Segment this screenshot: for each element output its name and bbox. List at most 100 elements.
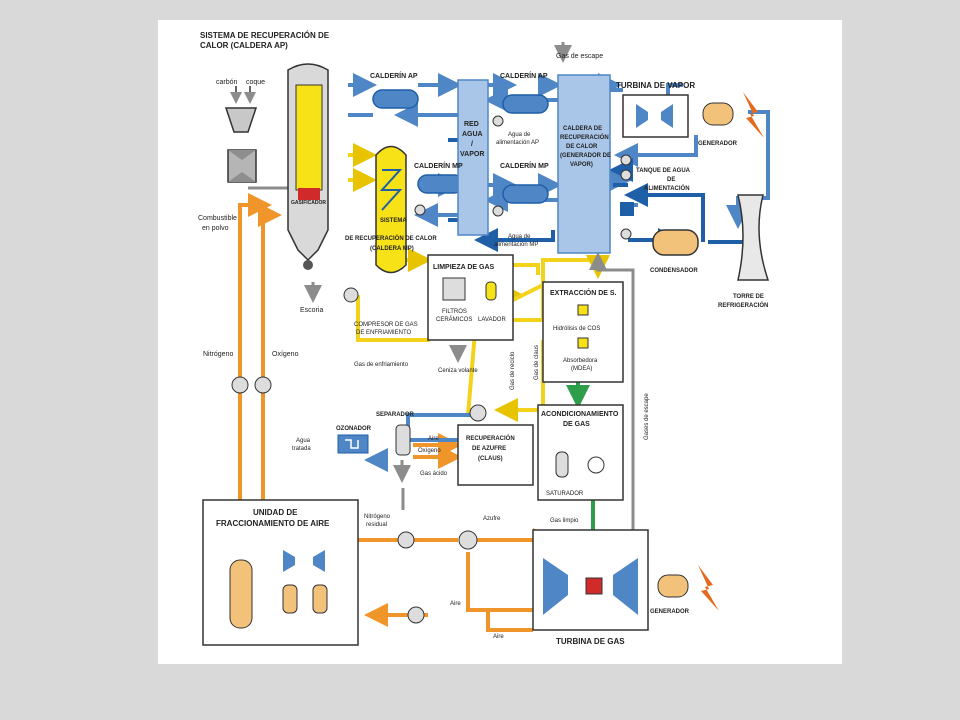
label-gas-enfriamiento: Gas de enfriamiento	[354, 362, 409, 368]
label-filtros-2: CERÁMICOS	[436, 316, 472, 323]
label-agua-ap-1: Agua de	[508, 132, 531, 138]
label-nitrogeno-res-1: Nitrógeno	[364, 514, 391, 520]
separador-ozonador	[337, 424, 411, 456]
label-gases-escape-v: Gases de escape	[644, 393, 650, 440]
yellow-gas-lines	[348, 143, 610, 422]
label-acond-2: DE GAS	[563, 421, 590, 428]
label-escoria: Escoria	[300, 307, 323, 314]
label-red-4: VAPOR	[460, 151, 484, 158]
claus-box	[457, 424, 534, 486]
label-calderin-ap-2: CALDERÍN AP	[500, 71, 548, 80]
gas-recycle-blower	[469, 404, 487, 422]
extraccion-box	[542, 281, 624, 383]
label-compresor-1: COMPRESOR DE GAS	[354, 322, 418, 328]
label-azufre: Azufre	[483, 516, 501, 522]
svg-text:SISTEMA DE RECUPERACIÓN DE: SISTEMA DE RECUPERACIÓN DE	[200, 31, 330, 40]
hrsg-ap-title-2: CALOR (CALDERA AP)	[200, 41, 288, 50]
label-turbina-vapor: TURBINA DE VAPOR	[616, 81, 695, 90]
label-gas-reciclo: Gas de reciclo	[510, 351, 516, 390]
feed-hoppers	[224, 86, 258, 183]
label-torre-2: REFRIGERACIÓN	[718, 301, 768, 309]
label-ceniza: Ceniza volante	[438, 368, 478, 374]
grey-exhaust-lines	[248, 42, 635, 530]
label-agua-tratada-2: tratada	[292, 446, 311, 452]
label-combustible-2: en polvo	[202, 225, 229, 232]
label-oxigeno: Oxígeno	[272, 351, 299, 358]
label-red-3: /	[471, 141, 473, 148]
label-oxigeno-2: Oxígeno	[418, 448, 441, 454]
caldera-mp-vessel	[375, 145, 407, 274]
label-turbina-gas: TURBINA DE GAS	[556, 637, 625, 646]
feed-tank	[620, 154, 634, 240]
label-aire-3: Aire	[493, 634, 504, 640]
label-limpieza: LIMPIEZA DE GAS	[433, 264, 495, 271]
air-separation-unit	[202, 499, 359, 646]
label-gasificador: GASIFICADOR	[291, 200, 326, 206]
label-calderin-mp-1: CALDERÍN MP	[414, 161, 463, 170]
label-gas-acido: Gas ácido	[420, 471, 448, 477]
label-ozonador: OZONADOR	[336, 426, 372, 432]
label-carbon: carbón	[216, 79, 238, 86]
igcc-process-diagram: SISTEMA DE RECUPERACIÓN DE CALOR (CALDER…	[198, 31, 770, 646]
label-calderin-mp-2: CALDERÍN MP	[500, 161, 549, 170]
label-agua-ap-2: alimentación AP	[496, 140, 539, 146]
label-gas-limpio: Gas limpio	[550, 518, 579, 524]
cooling-tower-shape	[737, 194, 770, 281]
label-absorbedora-2: (MDEA)	[571, 366, 592, 372]
label-torre-1: TORRE DE	[733, 294, 764, 300]
label-generador-1: GENERADOR	[698, 141, 738, 147]
steam-turbine	[622, 92, 764, 138]
label-tanque-3: ALIMENTACIÓN	[644, 184, 690, 192]
label-aire-1: Aire	[428, 436, 439, 442]
label-sist-mp-3: (CALDERA MP)	[370, 246, 414, 252]
label-caldera-rec-2: RECUPERACIÓN	[560, 133, 609, 141]
label-calderin-ap-1: CALDERÍN AP	[370, 71, 418, 80]
label-generador-2: GENERADOR	[650, 609, 690, 615]
label-red-1: RED	[464, 121, 479, 128]
limpieza-box	[343, 254, 514, 341]
label-hidrolisis: Hidrólisis de COS	[553, 326, 600, 332]
label-extraccion: EXTRACCIÓN DE S.	[550, 288, 617, 297]
label-gas-escape-top: Gas de escape	[556, 53, 603, 60]
red-agua-vapor-panel	[457, 79, 489, 236]
label-claus-2: DE AZUFRE	[472, 446, 506, 452]
label-aire-2: Aire	[450, 601, 461, 607]
label-agua-mp-2: alimentación MP	[494, 242, 538, 248]
label-combustible-1: Combustible	[198, 215, 237, 222]
label-caldera-rec-1: CALDERA DE	[563, 126, 602, 132]
diagram-canvas: SISTEMA DE RECUPERACIÓN DE CALOR (CALDER…	[158, 20, 842, 664]
label-tanque-2: DE	[667, 177, 675, 183]
label-separador: SEPARADOR	[376, 412, 415, 418]
label-tanque-1: TANQUE DE AGUA	[636, 168, 691, 174]
label-sist-mp-2: DE RECUPERACIÓN DE CALOR	[345, 234, 437, 242]
steam-drums	[372, 89, 549, 217]
label-caldera-rec-5: VAPOR)	[570, 162, 593, 168]
label-agua-tratada-1: Agua	[296, 438, 311, 444]
orange-air-lines	[238, 193, 557, 632]
label-filtros-1: FILTROS	[442, 309, 467, 315]
label-sist-mp-1: SISTEMA	[380, 218, 407, 224]
gasifier	[287, 63, 329, 270]
label-nitrogeno: Nitrógeno	[203, 351, 233, 358]
label-caldera-rec-3: DE CALOR	[566, 144, 598, 150]
label-coque: coque	[246, 79, 265, 86]
gas-turbine	[532, 529, 719, 631]
label-claus-3: (CLAUS)	[478, 456, 503, 462]
label-claus-1: RECUPERACIÓN	[466, 434, 515, 442]
label-unidad-1: UNIDAD DE	[253, 508, 298, 517]
label-lavador: LAVADOR	[478, 317, 506, 323]
label-unidad-2: FRACCIONAMIENTO DE AIRE	[216, 519, 330, 528]
label-gas-claus: Gas de claus	[534, 345, 540, 380]
label-red-2: AGUA	[462, 131, 483, 138]
asu-compressors	[231, 376, 478, 624]
caldera-recuperacion-panel	[557, 74, 611, 254]
acondicionamiento-box	[537, 404, 624, 501]
label-acond-1: ACONDICIONAMIENTO	[541, 411, 619, 418]
label-condensador: CONDENSADOR	[650, 268, 698, 274]
label-nitrogeno-res-2: residual	[366, 522, 387, 528]
label-absorbedora-1: Absorbedora	[563, 358, 598, 364]
label-compresor-2: DE ENFRIAMIENTO	[356, 330, 412, 336]
svg-text:CALOR (CALDERA AP): CALOR (CALDERA AP)	[200, 41, 288, 50]
label-caldera-rec-4: (GENERADOR DE	[560, 153, 611, 159]
label-agua-mp-1: Agua de	[508, 234, 531, 240]
